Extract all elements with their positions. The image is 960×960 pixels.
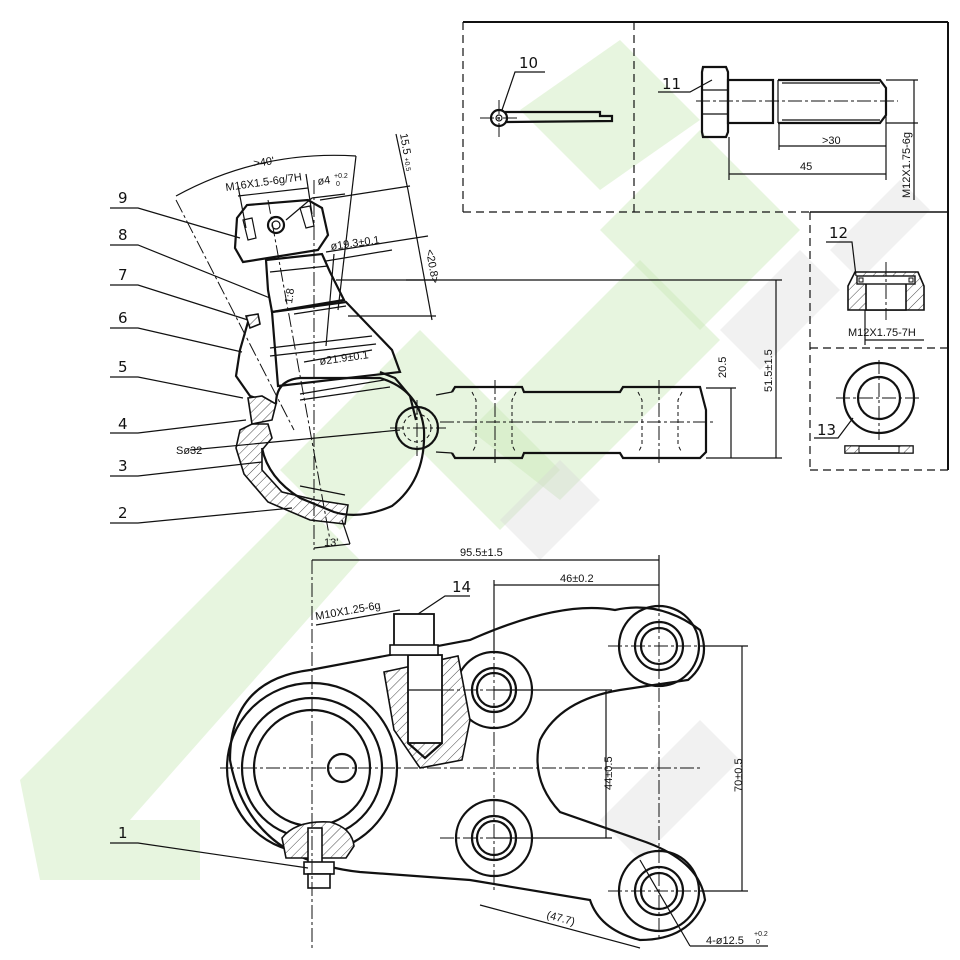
dim-15-5-tol: +0.5 bbox=[402, 157, 411, 172]
part-label-14: 14 bbox=[452, 578, 471, 596]
bolt-thread-label: M12X1.75-6g bbox=[901, 132, 913, 198]
holes-tol-lower: 0 bbox=[756, 939, 760, 946]
dim-20-8-label: <20.8> bbox=[423, 248, 441, 284]
part-label-3: 3 bbox=[118, 457, 128, 475]
dim-44-label: 44±0.5 bbox=[603, 756, 615, 790]
dim-95-5-label: 95.5±1.5 bbox=[460, 547, 503, 559]
lower-dimension-lines bbox=[110, 555, 768, 949]
hole-d4-label: ø4 bbox=[317, 174, 331, 188]
part-label-11: 11 bbox=[662, 75, 681, 93]
dia-19-3-label: ø19.3±0.1 bbox=[330, 234, 381, 253]
dim-20-5-label: 20.5 bbox=[717, 357, 729, 378]
hole-d4-tol-upper: +0.2 bbox=[334, 173, 348, 180]
watermark bbox=[20, 40, 930, 880]
part-label-6: 6 bbox=[118, 309, 128, 327]
taper-label: 1:8 bbox=[283, 288, 297, 305]
part-label-12: 12 bbox=[829, 224, 848, 242]
dimension-labels: >40' M16X1.5-6g/7H ø4 +0.2 0 15.5 +0.5 ø… bbox=[176, 132, 916, 947]
part-label-4: 4 bbox=[118, 415, 128, 433]
hole-d4-tol-lower: 0 bbox=[336, 181, 340, 188]
part-number-labels: 9 8 7 6 5 4 3 2 1 10 11 12 13 14 bbox=[118, 54, 848, 842]
part-label-7: 7 bbox=[118, 266, 128, 284]
ball-stud-section bbox=[175, 180, 716, 550]
washer-detail bbox=[814, 360, 922, 454]
detail-frame bbox=[462, 21, 949, 471]
dim-51-5-label: 51.5±1.5 bbox=[763, 349, 775, 392]
dim-70-label: 70±0.5 bbox=[733, 758, 745, 792]
part-label-1: 1 bbox=[118, 824, 128, 842]
part-label-10: 10 bbox=[519, 54, 538, 72]
dim-47-7-label: (47.7) bbox=[545, 909, 576, 928]
bolt-detail bbox=[658, 65, 918, 200]
holes-tol-upper: +0.2 bbox=[754, 931, 768, 938]
part-label-8: 8 bbox=[118, 226, 128, 244]
leader-lines bbox=[110, 207, 293, 524]
angle-40-label: >40' bbox=[253, 155, 275, 170]
bolt-thread-length-label: >30 bbox=[822, 135, 841, 147]
upper-dimension-lines bbox=[175, 133, 782, 549]
dia-21-9-label: ø21.9±0.1 bbox=[319, 349, 370, 368]
dim-15-5-label: 15.5 bbox=[397, 132, 413, 155]
dim-46-label: 46±0.2 bbox=[560, 573, 594, 585]
nut-thread-label: M12X1.75-7H bbox=[848, 327, 916, 339]
part-label-2: 2 bbox=[118, 504, 128, 522]
stud-thread-label: M16X1.5-6g/7H bbox=[225, 171, 303, 194]
part-label-5: 5 bbox=[118, 358, 128, 376]
bolt-total-length-label: 45 bbox=[800, 161, 812, 173]
nut-detail bbox=[826, 241, 925, 345]
part-label-9: 9 bbox=[118, 189, 128, 207]
holes-label: 4-ø12.5 bbox=[706, 935, 744, 947]
part-label-13: 13 bbox=[817, 421, 836, 439]
cotter-pin-detail bbox=[480, 71, 614, 138]
sphere-label: Sø32 bbox=[176, 445, 202, 457]
angle-13-label: 13' bbox=[324, 537, 338, 549]
